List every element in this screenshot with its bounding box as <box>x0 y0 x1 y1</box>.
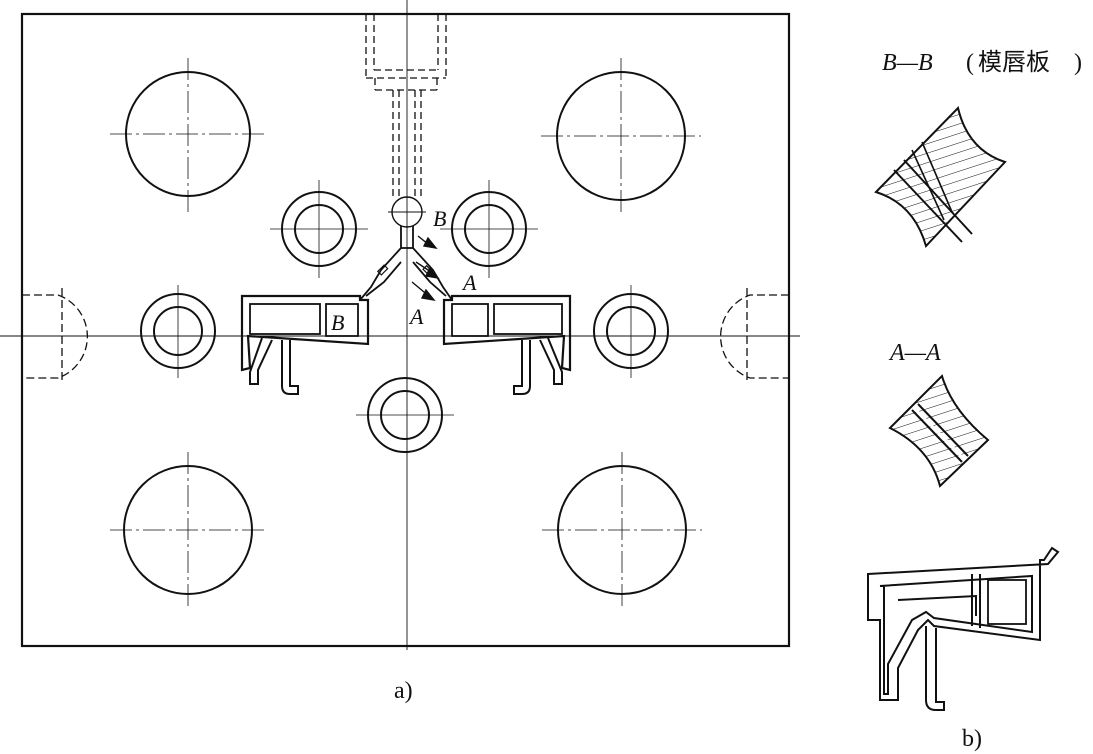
bb-part-name: 模唇板 <box>978 48 1050 76</box>
section-arrows <box>411 235 440 301</box>
aa-section-drawing <box>888 374 990 488</box>
large-bolt-holes <box>123 71 687 595</box>
side-slot-right <box>719 288 789 384</box>
large-hole-centerlines <box>110 58 702 608</box>
section-label-a-lower: A <box>408 304 424 329</box>
bb-section-title: B—B <box>882 50 933 76</box>
profile-section-b <box>867 546 1060 711</box>
section-label-a-upper: A <box>461 270 477 295</box>
view-a <box>0 0 800 650</box>
bb-section-drawing <box>874 106 1007 248</box>
bb-paren-open: ( <box>966 50 974 76</box>
centerlines-main <box>0 0 800 650</box>
small-holes <box>140 191 669 453</box>
inlet-nozzle <box>365 14 447 198</box>
caption-b: b) <box>962 726 982 752</box>
profile-cavity-left <box>240 294 370 395</box>
profile-cavity-right <box>442 294 572 395</box>
bb-title: B—B ( 模唇板 ) <box>882 48 1082 76</box>
caption-a: a) <box>394 678 413 704</box>
small-hole-centerlines <box>177 180 632 416</box>
die-plate-outline <box>20 12 791 648</box>
aa-section-title: A—A <box>888 340 941 366</box>
side-slot-left <box>22 288 89 384</box>
bb-paren-close: ) <box>1074 50 1082 76</box>
b-box-label: B <box>331 310 344 335</box>
section-label-b: B <box>433 206 446 231</box>
runner-channel <box>359 226 453 301</box>
